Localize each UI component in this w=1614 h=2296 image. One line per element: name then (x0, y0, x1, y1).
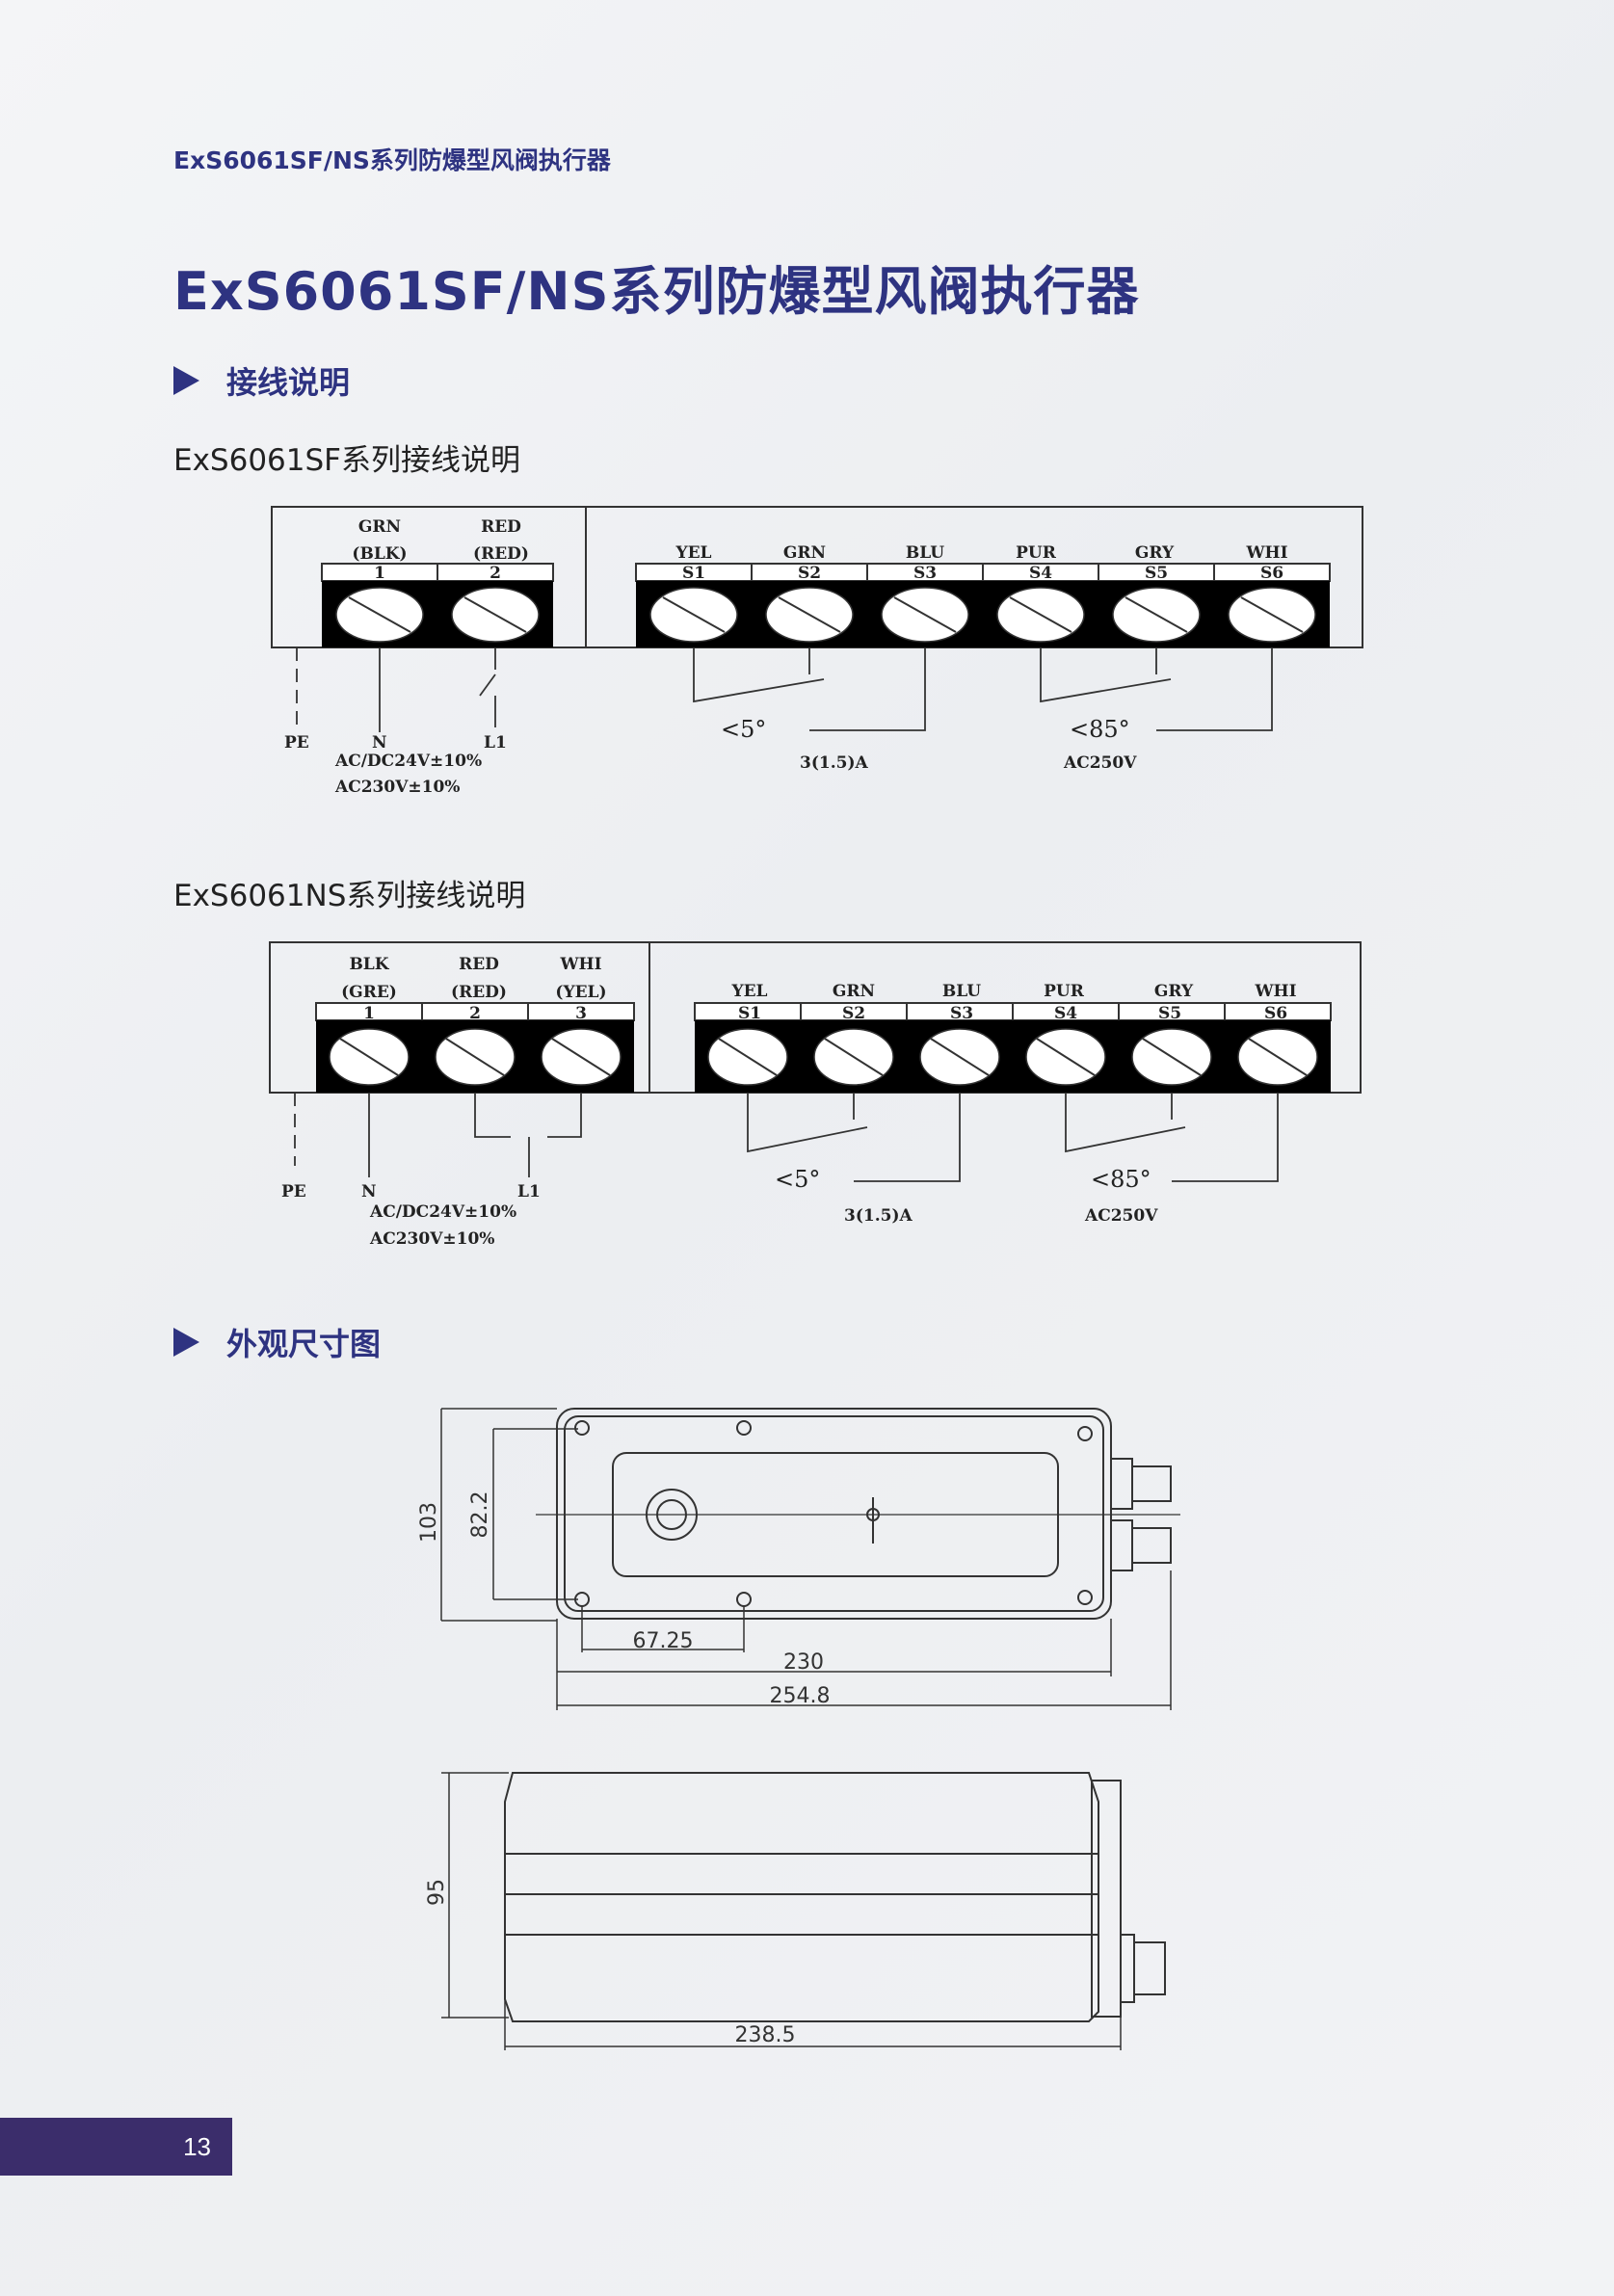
ns-label-rating: AC250V (1084, 1206, 1158, 1226)
section-heading-dimensions: 外观尺寸图 (173, 1320, 381, 1364)
sf-switch-color-3: BLU (906, 543, 944, 563)
ns-power-color-2: RED (459, 955, 499, 974)
ns-switch-num-6: S6 (1264, 1004, 1287, 1023)
ns-power-alt-3: (YEL) (555, 983, 606, 1002)
sf-label-voltage2: AC230V±10% (334, 778, 460, 797)
ns-label-current: 3(1.5)A (844, 1206, 913, 1226)
dim-height-inner: 82.2 (468, 1491, 492, 1539)
ns-power-num-2: 2 (469, 1004, 481, 1023)
ns-switch-color-5: GRY (1154, 982, 1194, 1001)
triangle-bullet-icon (173, 366, 199, 395)
ns-switch-color-3: BLU (942, 982, 981, 1001)
ns-switch-num-3: S3 (950, 1004, 973, 1023)
section-heading-wiring: 接线说明 (173, 358, 350, 403)
sf-switch-num-2: S2 (798, 564, 821, 583)
running-header: ExS6061SF/NS系列防爆型风阀执行器 (173, 146, 611, 174)
page-number-badge: 13 (0, 2118, 232, 2176)
sf-label-current: 3(1.5)A (800, 753, 868, 773)
sf-label-pe: PE (284, 733, 309, 752)
ns-switch-color-4: PUR (1044, 982, 1085, 1001)
dim-side-length: 238.5 (735, 2023, 796, 2047)
ns-switch-color-2: GRN (833, 982, 875, 1001)
page-number: 13 (183, 2131, 211, 2161)
triangle-bullet-icon (173, 1328, 199, 1357)
sf-power-alt-1: (BLK) (352, 544, 407, 564)
ns-switch-color-1: YEL (730, 982, 767, 1001)
ns-label-voltage2: AC230V±10% (369, 1229, 494, 1249)
sf-label-n: N (372, 733, 387, 752)
sf-switch-color-5: GRY (1135, 543, 1175, 563)
sf-switch-num-5: S5 (1145, 564, 1168, 583)
sf-power-color-1: GRN (358, 517, 401, 537)
sf-power-color-2: RED (481, 517, 521, 537)
ns-label-n: N (361, 1182, 377, 1201)
ns-label-voltage1: AC/DC24V±10% (369, 1202, 516, 1222)
section-heading-text: 接线说明 (226, 364, 351, 401)
sf-switch-color-4: PUR (1016, 543, 1057, 563)
sf-label-angle1: <5° (721, 716, 766, 743)
sf-switch-color-6: WHI (1245, 543, 1287, 563)
sf-label-angle2: <85° (1070, 716, 1130, 743)
mounting-hole-icon (1077, 1590, 1093, 1605)
ns-power-num-1: 1 (363, 1004, 375, 1023)
sf-label-voltage1: AC/DC24V±10% (334, 752, 482, 771)
dim-hole-spacing: 67.25 (633, 1629, 694, 1653)
ns-switch-num-5: S5 (1158, 1004, 1181, 1023)
ns-power-alt-2: (RED) (451, 983, 507, 1002)
mounting-hole-icon (1077, 1426, 1093, 1441)
section-heading-text: 外观尺寸图 (226, 1326, 382, 1362)
sf-wiring-diagram: GRN (BLK) 1 RED (RED) 2 YEL S1 GRN S2 BL… (271, 506, 1363, 797)
ns-label-l1: L1 (517, 1182, 541, 1201)
ns-label-angle2: <85° (1091, 1166, 1151, 1193)
top-view-drawing: 103 82.2 67.25 230 254.8 (417, 1408, 1180, 1710)
sf-wiring-subtitle: ExS6061SF系列接线说明 (173, 443, 521, 478)
mounting-hole-icon (736, 1420, 752, 1436)
ns-wiring-subtitle: ExS6061NS系列接线说明 (173, 879, 526, 913)
sf-label-l1: L1 (484, 733, 507, 752)
sf-switch-num-6: S6 (1260, 564, 1283, 583)
sf-switch-num-4: S4 (1029, 564, 1052, 583)
dim-side-height: 95 (425, 1879, 449, 1906)
sf-power-alt-2: (RED) (473, 544, 529, 564)
ns-power-num-3: 3 (575, 1004, 587, 1023)
sf-switch-color-1: YEL (675, 543, 711, 563)
sf-power-num-2: 2 (489, 564, 501, 583)
ns-label-pe: PE (281, 1182, 306, 1201)
ns-label-angle1: <5° (775, 1166, 820, 1193)
sf-switch-color-2: GRN (783, 543, 826, 563)
page-title: ExS6061SF/NS系列防爆型风阀执行器 (173, 261, 1140, 322)
sf-switch-num-1: S1 (682, 564, 705, 583)
sf-label-rating: AC250V (1063, 753, 1137, 773)
ns-wiring-diagram: BLK (GRE) 1 RED (RED) 2 WHI (YEL) 3 YEL … (269, 941, 1362, 1249)
ns-power-color-3: WHI (559, 955, 601, 974)
dim-height-outer: 103 (417, 1502, 441, 1543)
sf-power-num-1: 1 (374, 564, 385, 583)
ns-switch-color-6: WHI (1254, 982, 1296, 1001)
ns-power-color-1: BLK (349, 955, 389, 974)
dim-width-body: 230 (783, 1650, 824, 1675)
ns-switch-num-1: S1 (738, 1004, 761, 1023)
mounting-hole-icon (574, 1420, 590, 1436)
sf-switch-num-3: S3 (913, 564, 937, 583)
ns-power-alt-1: (GRE) (341, 983, 397, 1002)
ns-switch-num-4: S4 (1054, 1004, 1077, 1023)
side-view-drawing: 95 238.5 (425, 1772, 1166, 2050)
ns-switch-num-2: S2 (842, 1004, 865, 1023)
dim-width-total: 254.8 (770, 1684, 831, 1708)
